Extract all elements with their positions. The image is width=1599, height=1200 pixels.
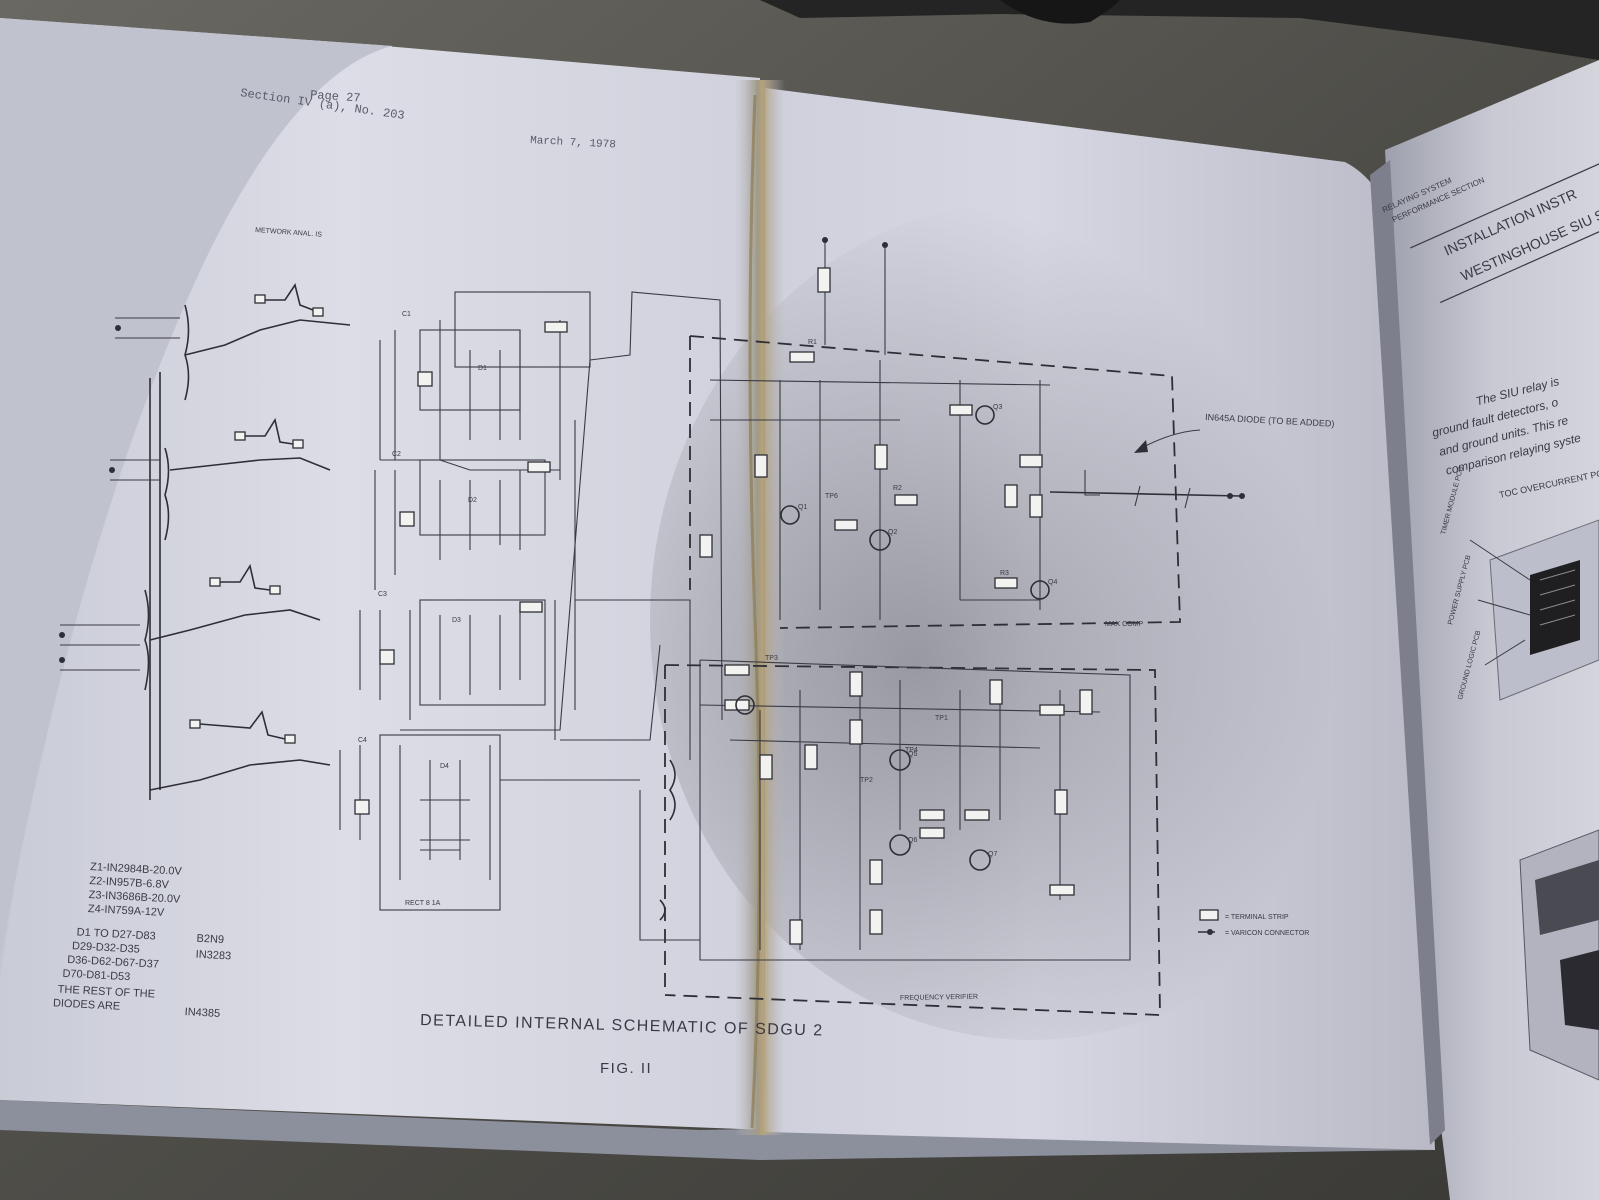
- svg-text:D1: D1: [478, 365, 487, 372]
- svg-text:D2: D2: [468, 497, 477, 504]
- varicon-connector-symbol: [1207, 929, 1213, 935]
- diode-part-2: IN3283: [195, 949, 231, 963]
- svg-text:Q1: Q1: [798, 504, 807, 511]
- diode-row-5: THE REST OF THE: [57, 983, 155, 1000]
- svg-text:Q5: Q5: [908, 751, 917, 758]
- page-stack-edge: [0, 1100, 1440, 1160]
- diode-row-1: D1 TO D27-D83: [76, 926, 156, 942]
- svg-text:C2: C2: [392, 451, 401, 458]
- diode-part-1: B2N9: [196, 933, 224, 946]
- diode-row-4: D70-D81-D53: [62, 968, 130, 984]
- svg-text:Q7: Q7: [988, 851, 997, 858]
- svg-text:Q3: Q3: [993, 404, 1002, 411]
- frequency-verifier-block: [639, 659, 1161, 1016]
- svg-text:C1: C1: [402, 311, 411, 318]
- figure-label: FIG. II: [600, 1060, 652, 1077]
- svg-text:TP6: TP6: [825, 493, 838, 500]
- svg-text:R2: R2: [893, 485, 902, 492]
- left-page: [0, 46, 765, 1130]
- block-label-max-comp: MAX COMP: [1105, 621, 1143, 628]
- svg-text:TP2: TP2: [860, 777, 873, 784]
- rectifier-channels: [339, 291, 591, 911]
- svg-text:TP1: TP1: [935, 715, 948, 722]
- zener-2: Z2-IN957B-6.8V: [89, 875, 170, 891]
- input-transformers: [59, 304, 351, 800]
- schematic-legend: = TERMINAL STRIP = VARICON CONNECTOR: [1198, 909, 1309, 937]
- max-comp-block: [689, 237, 1245, 629]
- diode-row-6: DIODES ARE: [53, 997, 121, 1013]
- diode-part-6: IN4385: [184, 1006, 220, 1020]
- center-fold: [735, 80, 785, 1135]
- page-number: Page 27: [310, 88, 361, 105]
- document-date: March 7, 1978: [530, 135, 616, 151]
- dark-object-top: [760, 0, 1599, 60]
- svg-text:R3: R3: [1000, 570, 1009, 577]
- legend-terminal-strip: = TERMINAL STRIP: [1225, 914, 1289, 921]
- svg-text:TP4: TP4: [905, 747, 918, 754]
- diode-row-2: D29-D32-D35: [72, 940, 140, 956]
- component-labels: R1 R2 R3 Q1 Q2 Q3 Q4 Q5 Q6 Q7 C1 C2 C3 C…: [358, 311, 1057, 858]
- relay-illustration: [1469, 519, 1599, 1081]
- zener-1: Z1-IN2984B-20.0V: [90, 861, 183, 878]
- zener-4: Z4-IN759A-12V: [88, 903, 166, 919]
- svg-text:R1: R1: [808, 339, 817, 346]
- svg-text:Q6: Q6: [908, 837, 917, 844]
- terminal-strip-symbol: [1199, 909, 1219, 921]
- header-note: METWORK ANAL. IS: [255, 227, 323, 239]
- svg-text:C3: C3: [378, 591, 387, 598]
- zener-3: Z3-IN3686B-20.0V: [88, 889, 181, 906]
- svg-text:D3: D3: [452, 617, 461, 624]
- svg-text:Q4: Q4: [1048, 579, 1057, 586]
- parts-list: Z1-IN2984B-20.0V Z2-IN957B-6.8V Z3-IN368…: [53, 861, 232, 1020]
- svg-text:C4: C4: [358, 737, 367, 744]
- svg-text:Q2: Q2: [888, 529, 897, 536]
- svg-text:D4: D4: [440, 763, 449, 770]
- center-wiring: [500, 291, 723, 781]
- block-label-frequency-verifier: FREQUENCY VERIFIER: [900, 994, 978, 1002]
- block-label-rect: RECT 8 1A: [405, 900, 441, 907]
- svg-text:TP3: TP3: [765, 655, 778, 662]
- diode-row-3: D36-D62-D67-D37: [67, 954, 159, 971]
- relay-contacts: [189, 283, 324, 744]
- schematic-drawing: = TERMINAL STRIP = VARICON CONNECTOR IN6…: [59, 237, 1335, 1016]
- legend-varicon-connector: = VARICON CONNECTOR: [1225, 930, 1309, 937]
